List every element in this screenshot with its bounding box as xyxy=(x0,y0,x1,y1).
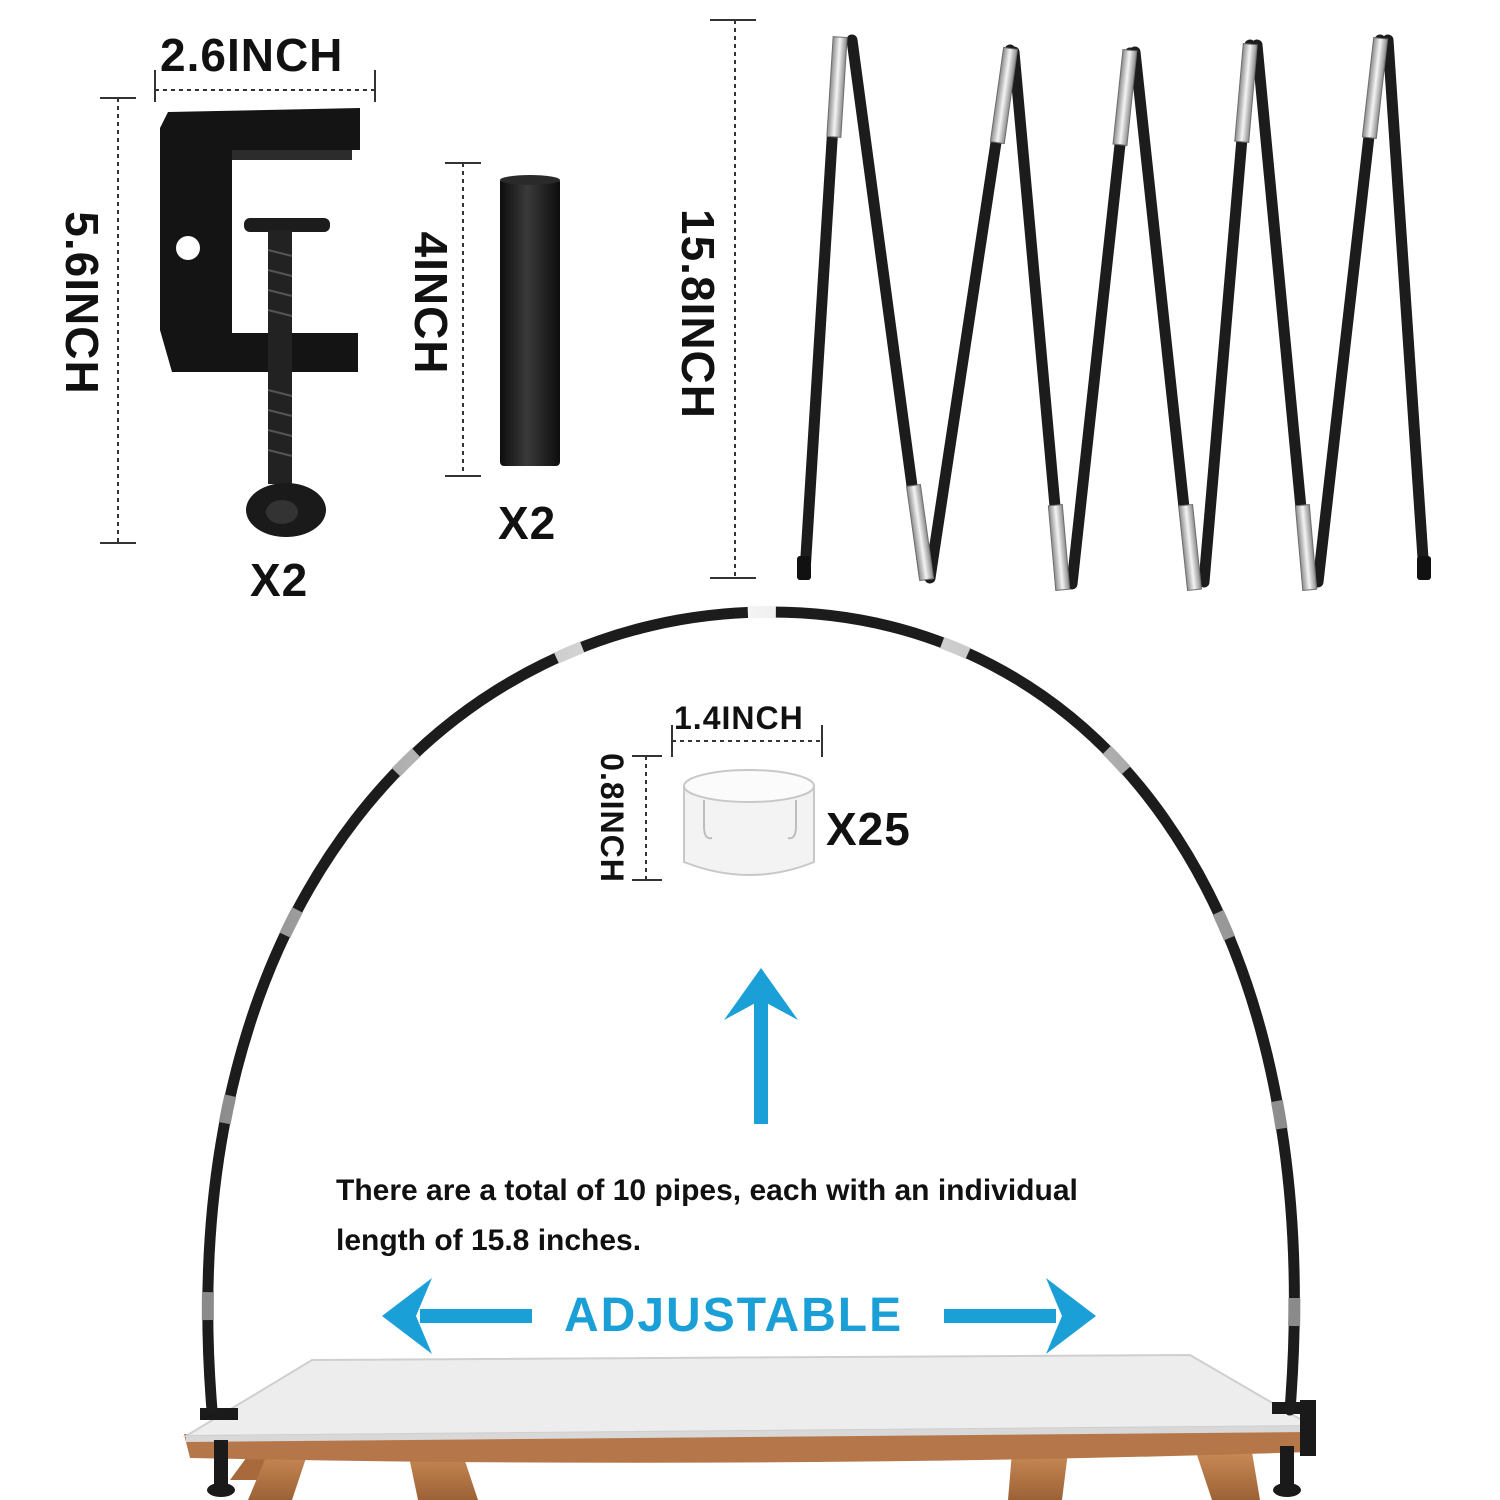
clamp-quantity-label: X2 xyxy=(250,554,309,606)
pipes-description: There are a total of 10 pipes, each with… xyxy=(336,1174,1078,1257)
clip-height-label: 0.8INCH xyxy=(594,753,630,883)
clamp-height-label: 5.6INCH xyxy=(56,211,108,395)
sleeve-quantity-label: X2 xyxy=(498,497,557,549)
pole-length-label: 15.8INCH xyxy=(672,209,724,419)
assembled-arch xyxy=(201,605,1301,1416)
pole-length-dimension xyxy=(710,19,756,579)
sleeve-length-label: 4INCH xyxy=(405,231,457,375)
adjustable-label: ADJUSTABLE xyxy=(564,1289,904,1342)
clamp-width-dimension xyxy=(154,70,376,102)
c-clamp-icon xyxy=(160,108,360,537)
arrow-left-icon xyxy=(382,1278,532,1354)
sleeve-tube-icon xyxy=(500,175,560,466)
sleeve-length-dimension xyxy=(445,162,481,477)
clip-width-label: 1.4INCH xyxy=(674,700,804,736)
clip-width-dimension xyxy=(671,725,823,757)
clamp-width-label: 2.6INCH xyxy=(160,29,344,81)
arrow-right-icon xyxy=(944,1278,1096,1354)
table-icon xyxy=(182,1353,1316,1500)
clip-height-dimension xyxy=(632,755,662,881)
folded-pole-icon xyxy=(797,34,1431,592)
clip-ring-icon xyxy=(683,769,815,876)
arrow-up-icon xyxy=(724,968,798,1124)
clamp-height-dimension xyxy=(100,97,136,544)
clip-quantity-label: X25 xyxy=(826,803,911,855)
